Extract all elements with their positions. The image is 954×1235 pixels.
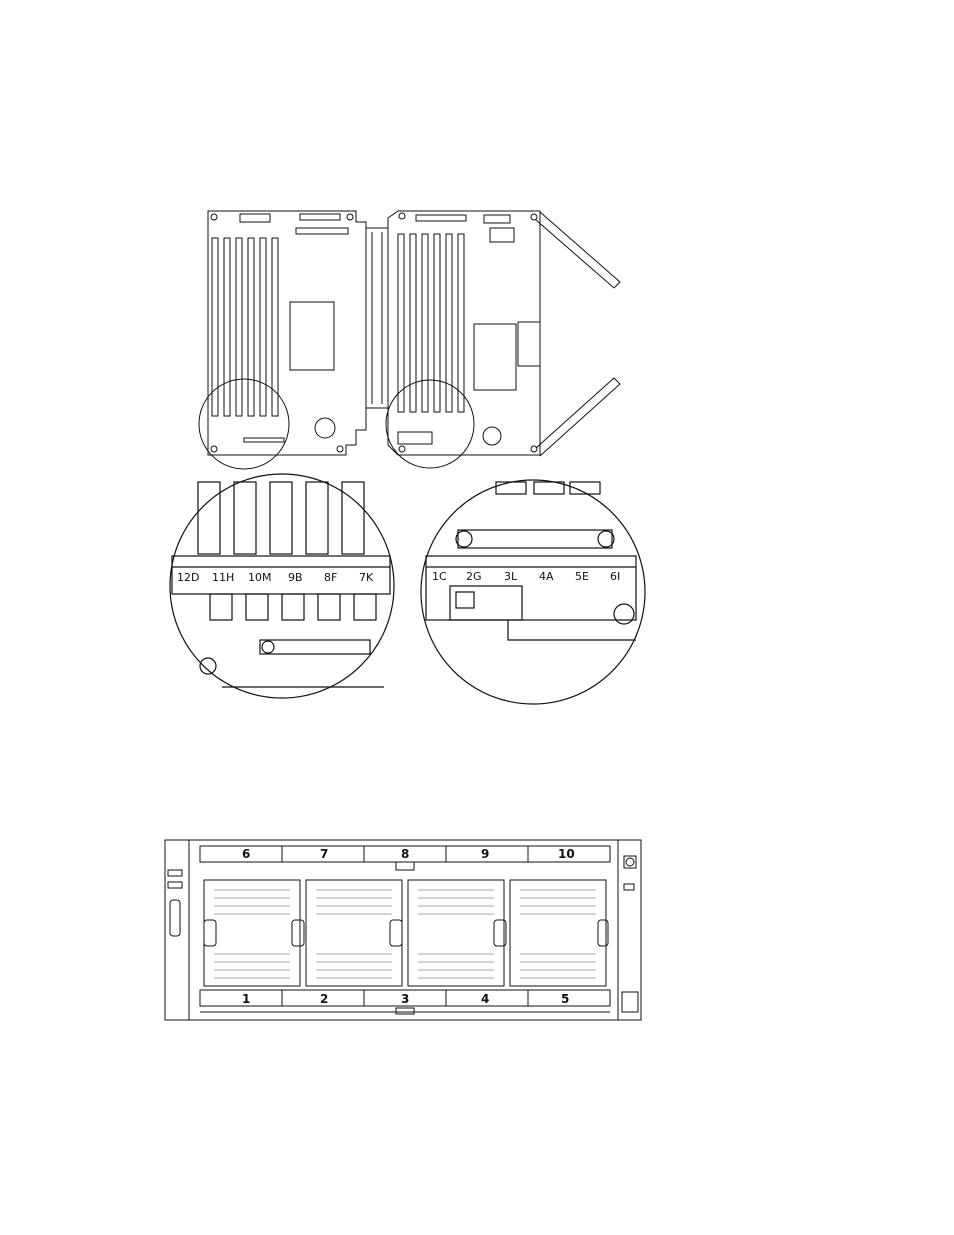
memory-cartridge-diagram [199, 211, 620, 469]
bay-number-3: 3 [401, 992, 409, 1006]
bay-number-8: 8 [401, 847, 409, 861]
zoom-callout-right [421, 480, 645, 704]
left-slot-labels: 12D 11H 10M 9B 8F 7K [177, 571, 374, 584]
slot-label-10m: 10M [248, 571, 272, 584]
top-bay-numbers: 6 7 8 9 10 [242, 847, 575, 861]
bay-number-10: 10 [558, 847, 575, 861]
bottom-bay-numbers: 1 2 3 4 5 [242, 992, 569, 1006]
slot-label-12d: 12D [177, 571, 199, 584]
slot-label-8f: 8F [324, 571, 337, 584]
bay-number-4: 4 [481, 992, 489, 1006]
bay-number-2: 2 [320, 992, 328, 1006]
bay-number-5: 5 [561, 992, 569, 1006]
bay-number-1: 1 [242, 992, 250, 1006]
slot-label-5e: 5E [575, 570, 589, 583]
bay-number-7: 7 [320, 847, 328, 861]
zoom-callout-left [170, 474, 394, 698]
slot-label-6i: 6I [610, 570, 620, 583]
slot-label-4a: 4A [539, 570, 554, 583]
right-dimm-slots [398, 234, 464, 412]
grille-hatching [214, 890, 596, 978]
slot-label-1c: 1C [432, 570, 447, 583]
slot-label-2g: 2G [466, 570, 482, 583]
slot-label-11h: 11H [212, 571, 234, 584]
bay-number-9: 9 [481, 847, 489, 861]
left-dimm-slots [212, 238, 278, 416]
right-slot-labels: 1C 2G 3L 4A 5E 6I [432, 570, 620, 583]
slot-label-9b: 9B [288, 571, 303, 584]
slot-label-7k: 7K [359, 571, 374, 584]
bay-number-6: 6 [242, 847, 250, 861]
slot-label-3l: 3L [504, 570, 518, 583]
